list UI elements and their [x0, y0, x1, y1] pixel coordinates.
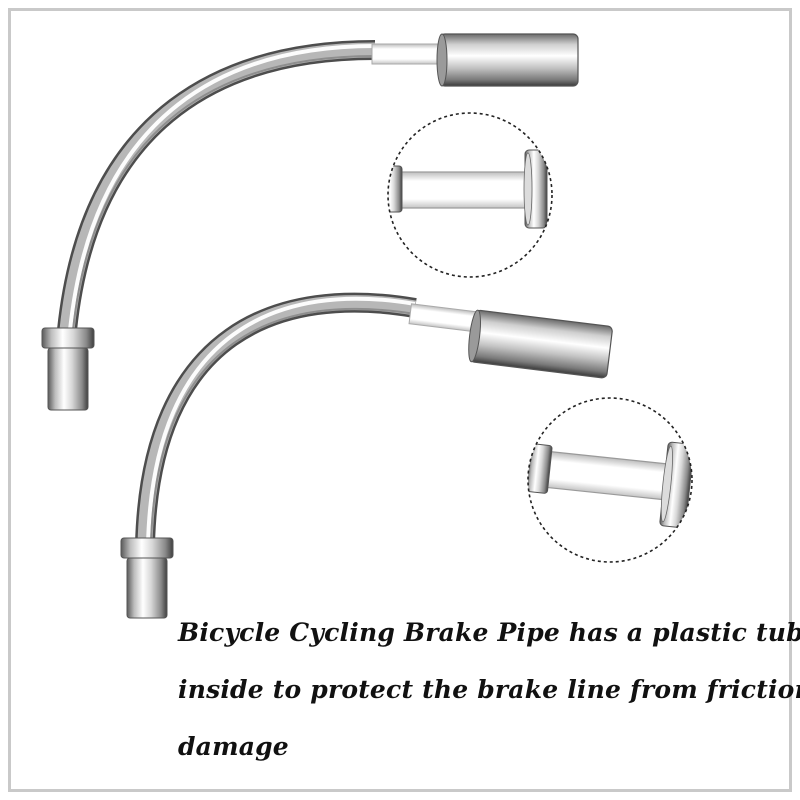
brake-pipe-small	[120, 292, 613, 619]
product-caption: Bicycle Cycling Brake Pipe has a plastic…	[178, 604, 800, 775]
caption-line-1: Bicycle Cycling Brake Pipe has a plastic…	[178, 618, 800, 647]
brake-pipe-large	[41, 33, 579, 411]
caption-line-3: damage	[178, 732, 289, 761]
detail-zoom-upper	[387, 112, 553, 278]
detail-zoom-lower	[527, 397, 693, 563]
caption-line-2: inside to protect the brake line from fr…	[178, 675, 800, 704]
